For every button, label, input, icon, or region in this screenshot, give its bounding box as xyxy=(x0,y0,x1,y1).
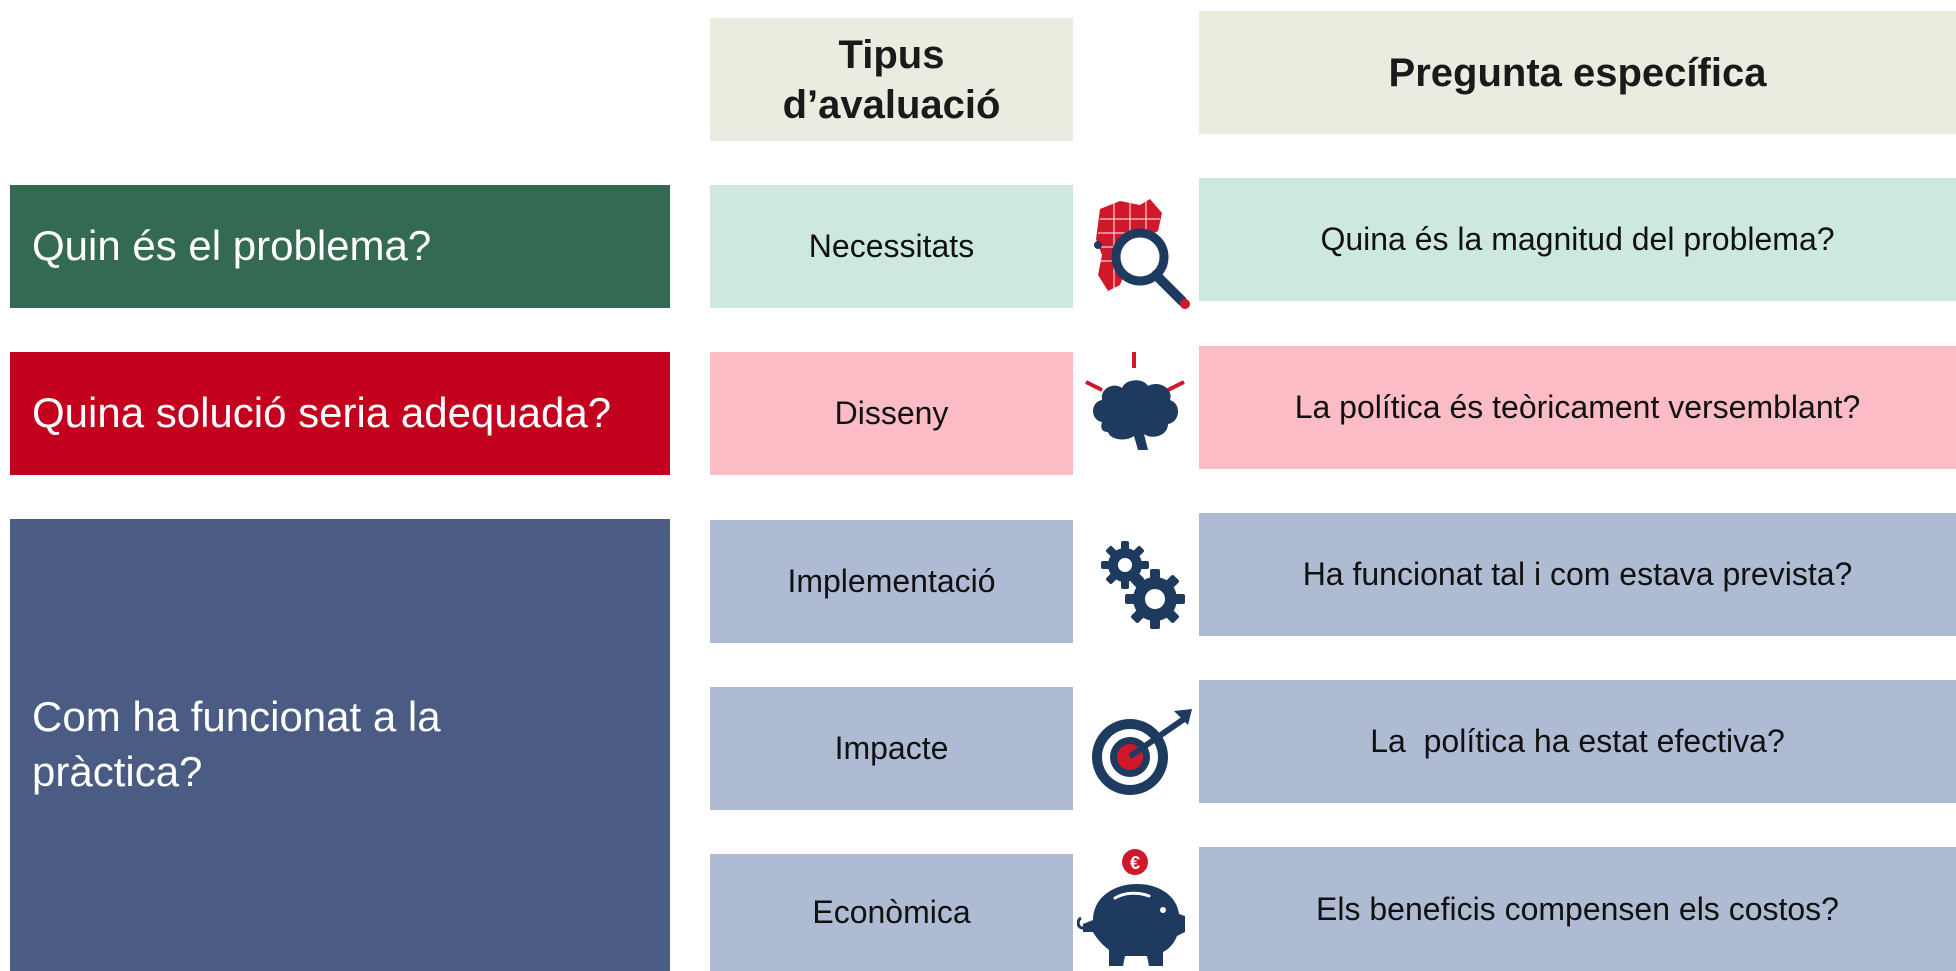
type-box-impact: Impacte xyxy=(710,687,1073,810)
brain-icon xyxy=(1085,352,1185,450)
question-practice-label: Com ha funcionat a la pràctica? xyxy=(32,693,441,795)
piggy-bank-icon: € xyxy=(1077,849,1185,966)
question-column-title: Pregunta específica xyxy=(1388,50,1767,95)
map-magnifier-icon xyxy=(1094,199,1190,309)
euro-symbol: € xyxy=(1130,853,1140,873)
type-label-needs: Necessitats xyxy=(808,228,975,264)
specific-box-implementation: Ha funcionat tal i com estava prevista? xyxy=(1199,513,1956,636)
question-problem-label: Quin és el problema? xyxy=(32,222,432,270)
specific-label-impact: La política ha estat efectiva? xyxy=(1370,723,1785,759)
specific-label-design: La política és teòricament versemblant? xyxy=(1294,389,1861,425)
specific-box-impact: La política ha estat efectiva? xyxy=(1199,680,1956,803)
specific-label-economic: Els beneficis compensen els costos? xyxy=(1316,890,1839,927)
type-box-needs: Necessitats xyxy=(710,185,1073,308)
type-column-title: Tipus d’avaluació xyxy=(782,32,1001,127)
question-column-header: Pregunta específica xyxy=(1199,11,1956,134)
question-practice-box: Com ha funcionat a la pràctica? xyxy=(10,519,670,971)
type-box-implementation: Implementació xyxy=(710,520,1073,643)
type-box-economic: Econòmica xyxy=(710,854,1073,971)
question-problem-box: Quin és el problema? xyxy=(10,185,670,308)
question-solution-label: Quina solució seria adequada? xyxy=(32,389,612,437)
type-box-design: Disseny xyxy=(710,352,1073,475)
gears-icon xyxy=(1101,541,1185,629)
specific-box-needs: Quina és la magnitud del problema? xyxy=(1199,178,1956,301)
specific-box-design: La política és teòricament versemblant? xyxy=(1199,346,1956,469)
specific-box-economic: Els beneficis compensen els costos? xyxy=(1199,847,1956,971)
target-icon xyxy=(1092,709,1192,795)
type-label-economic: Econòmica xyxy=(812,894,971,930)
type-label-implementation: Implementació xyxy=(787,563,996,599)
specific-label-needs: Quina és la magnitud del problema? xyxy=(1320,221,1835,257)
type-label-design: Disseny xyxy=(834,395,949,431)
type-column-header: Tipus d’avaluació xyxy=(710,18,1073,141)
specific-label-implementation: Ha funcionat tal i com estava prevista? xyxy=(1302,556,1853,592)
type-label-impact: Impacte xyxy=(834,730,949,766)
question-solution-box: Quina solució seria adequada? xyxy=(10,352,670,475)
